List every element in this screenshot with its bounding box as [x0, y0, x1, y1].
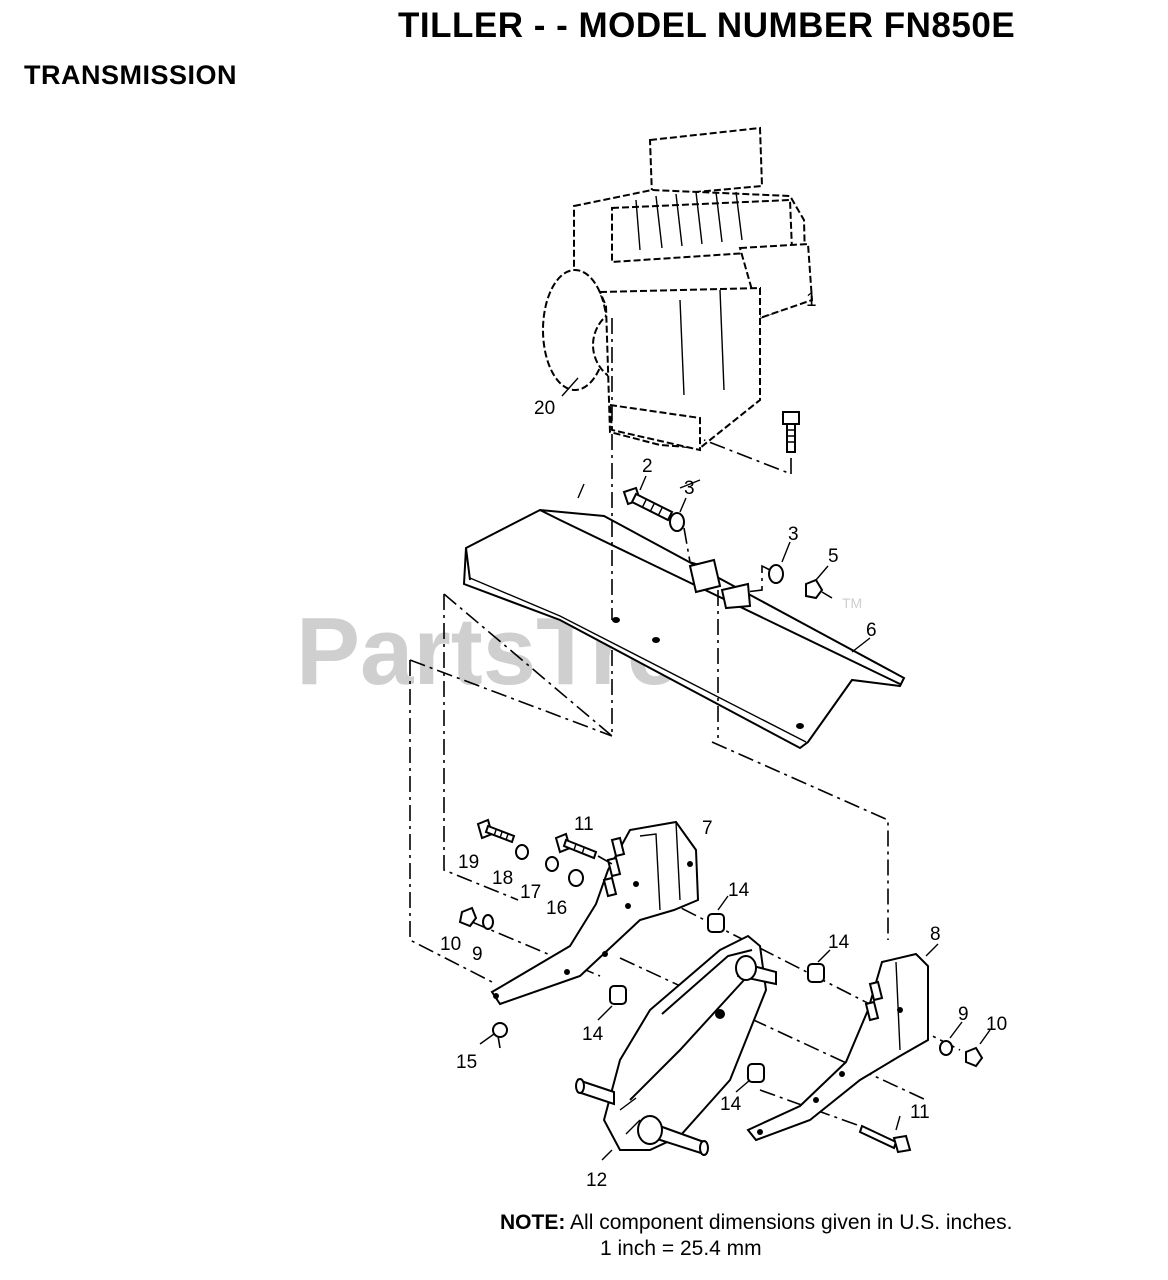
watermark-trademark: TM	[842, 595, 862, 611]
bolt-part-1	[782, 411, 800, 453]
callout-9-right: 9	[958, 1004, 969, 1025]
callout-2: 2	[642, 456, 653, 477]
bushing-part-14b	[807, 963, 825, 983]
callout-18: 18	[492, 868, 513, 889]
callout-14-lower: 14	[720, 1094, 742, 1115]
right-side-plate	[746, 952, 929, 1142]
note-label: NOTE:	[500, 1211, 566, 1234]
callout-10-right: 10	[986, 1014, 1007, 1035]
callout-6: 6	[866, 620, 877, 641]
washer-part-3-right	[768, 564, 784, 584]
nut-part-5	[805, 578, 824, 600]
note-line1: All component dimensions given in U.S. i…	[570, 1211, 1013, 1234]
washer-part-9-right	[939, 1040, 953, 1056]
washer-part-3-upper	[669, 512, 685, 532]
callout-14-left: 14	[582, 1024, 604, 1045]
callout-5: 5	[828, 546, 839, 567]
callout-10-left: 10	[440, 934, 461, 955]
callout-8: 8	[930, 924, 941, 945]
callout-7: 7	[702, 818, 713, 839]
section-heading: TRANSMISSION	[24, 60, 238, 90]
callout-3-right: 3	[788, 524, 799, 545]
callout-19: 19	[458, 852, 479, 873]
callout-11-lower: 11	[910, 1102, 930, 1123]
note-line2: 1 inch = 25.4 mm	[600, 1237, 762, 1260]
engine	[542, 126, 814, 452]
tine-shield	[462, 508, 906, 750]
left-side-plate	[490, 820, 700, 1006]
bushing-part-14c	[609, 985, 627, 1005]
callout-20: 20	[534, 398, 555, 419]
bushing-part-14d	[747, 1063, 765, 1083]
callout-3-upper: 3	[684, 478, 695, 499]
callout-14-upper: 14	[728, 880, 750, 901]
callout-16: 16	[546, 898, 567, 919]
dimension-note: NOTE: All component dimensions given in …	[500, 1210, 1013, 1260]
bolt-part-2	[622, 486, 674, 522]
callout-1: 1	[806, 290, 817, 311]
hardware-cluster	[476, 818, 598, 887]
callout-11-upper: 11	[574, 814, 594, 835]
bolt-part-11-lower	[858, 1124, 912, 1154]
transmission-housing	[575, 934, 777, 1156]
nut-part-10-right	[965, 1046, 984, 1068]
callout-9-left: 9	[472, 944, 483, 965]
washer-part-9-left	[482, 914, 494, 930]
callout-12: 12	[586, 1170, 607, 1191]
nut-part-10-left	[458, 906, 478, 928]
bushing-part-14a	[707, 913, 725, 933]
callout-14-right: 14	[828, 932, 850, 953]
callout-17: 17	[520, 882, 541, 903]
page-title: TILLER - - MODEL NUMBER FN850E	[398, 6, 1016, 45]
part-15	[492, 1022, 508, 1038]
callout-15: 15	[456, 1052, 477, 1073]
